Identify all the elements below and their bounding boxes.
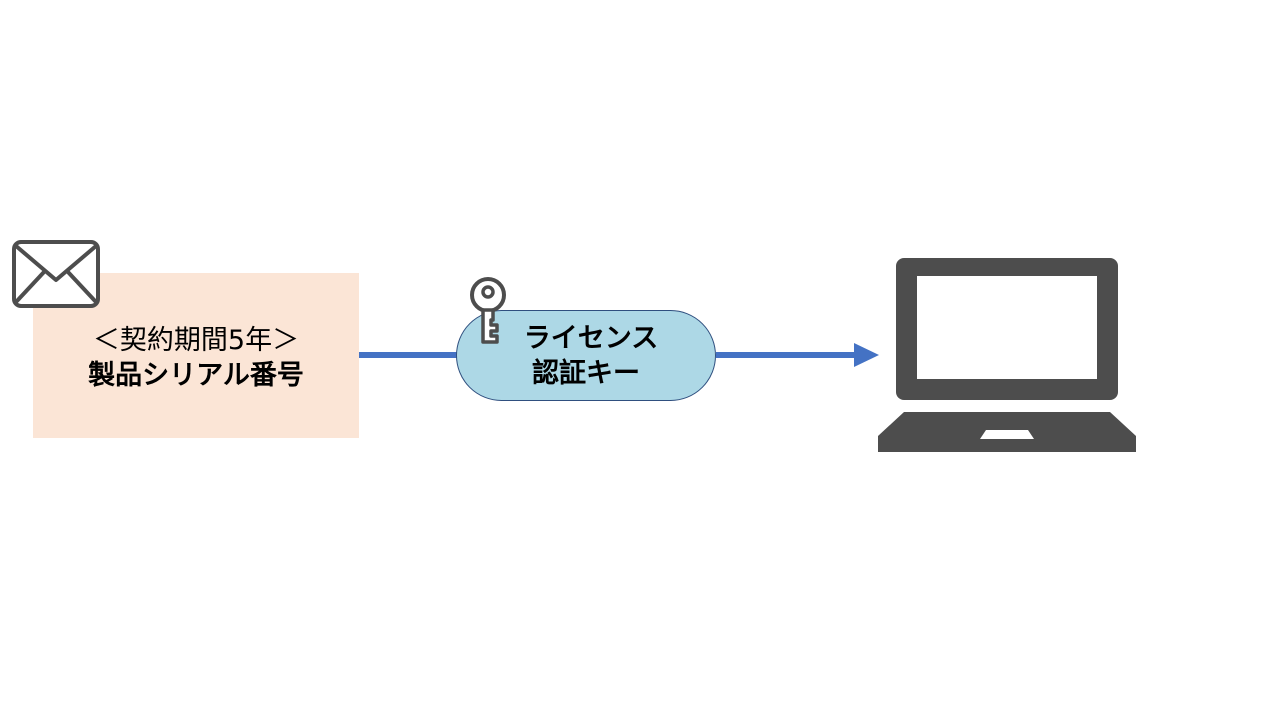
serial-number-label: 製品シリアル番号 bbox=[88, 359, 304, 391]
envelope-icon bbox=[12, 240, 100, 308]
auth-key-label: 認証キー bbox=[532, 357, 640, 389]
key-icon bbox=[470, 277, 506, 344]
laptop-icon bbox=[878, 258, 1136, 452]
license-key-pill: ライセンス 認証キー bbox=[456, 310, 716, 401]
license-label: ライセンス bbox=[523, 322, 659, 354]
serial-contract-period: ＜契約期間5年＞ bbox=[92, 324, 300, 356]
arrowhead bbox=[854, 343, 879, 367]
